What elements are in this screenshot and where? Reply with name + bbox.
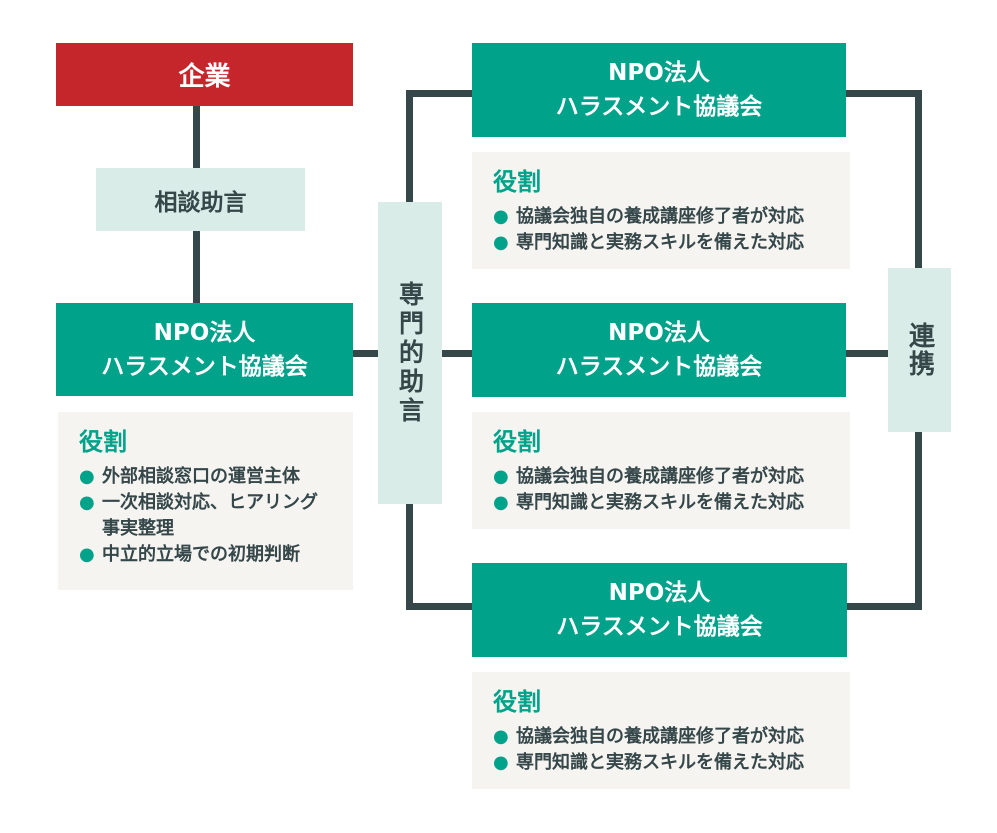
- bullet-icon: ●: [493, 206, 509, 227]
- role-item: ● 協議会独自の養成講座修了者が対応: [493, 464, 836, 490]
- label-expert-advice-text: 専門的助言: [395, 280, 425, 426]
- connector-renkei-to-bottom-npo-vertical: [915, 432, 922, 610]
- role-item: ● 協議会独自の養成講座修了者が対応: [493, 204, 836, 230]
- bullet-icon: ●: [493, 466, 509, 487]
- bullet-icon: ●: [493, 232, 509, 253]
- node-left-npo-line1: NPO法人: [153, 319, 256, 346]
- bullet-icon: ●: [79, 466, 95, 487]
- role-heading-right-top: 役割: [493, 168, 541, 196]
- role-item: ● 一次相談対応、ヒアリング: [79, 490, 339, 516]
- node-right-npo-middle-line1: NPO法人: [608, 320, 710, 346]
- role-panel-right-middle: 役割 ● 協議会独自の養成講座修了者が対応 ● 専門知識と実務スキルを備えた対応: [472, 412, 850, 529]
- node-right-npo-top-line1: NPO法人: [608, 60, 710, 86]
- node-right-npo-bottom-line1: NPO法人: [608, 580, 711, 606]
- role-item: ● 専門知識と実務スキルを備えた対応: [493, 490, 836, 516]
- node-right-npo-top-line2: ハラスメント協議会: [555, 94, 763, 120]
- node-company: 企業: [56, 43, 353, 106]
- node-right-npo-top: NPO法人 ハラスメント協議会: [472, 43, 846, 137]
- bullet-icon: ●: [79, 544, 95, 565]
- role-item-text: 専門知識と実務スキルを備えた対応: [516, 232, 804, 253]
- node-right-npo-bottom-line2: ハラスメント協議会: [556, 614, 763, 640]
- connector-expert-advice-down-horizontal: [406, 603, 473, 610]
- role-heading-right-bottom: 役割: [493, 688, 541, 716]
- node-right-npo-middle-line2: ハラスメント協議会: [555, 354, 763, 380]
- node-right-npo-bottom: NPO法人 ハラスメント協議会: [472, 563, 847, 657]
- role-heading-right-middle: 役割: [493, 428, 541, 456]
- role-item-text: 協議会独自の養成講座修了者が対応: [516, 206, 804, 227]
- role-item: ● 専門知識と実務スキルを備えた対応: [493, 750, 836, 776]
- role-item-text: 中立的立場での初期判断: [102, 544, 300, 565]
- node-right-npo-middle: NPO法人 ハラスメント協議会: [472, 303, 846, 397]
- role-panel-left: 役割 ● 外部相談窓口の運営主体 ● 一次相談対応、ヒアリング 事実整理 ● 中…: [58, 412, 353, 590]
- node-left-npo-line2: ハラスメント協議会: [101, 353, 308, 380]
- role-item: ● 外部相談窓口の運営主体: [79, 464, 339, 490]
- role-item-text: 外部相談窓口の運営主体: [102, 466, 300, 487]
- role-item: ● 協議会独自の養成講座修了者が対応: [493, 724, 836, 750]
- role-item: ● 専門知識と実務スキルを備えた対応: [493, 230, 836, 256]
- label-expert-advice: 専門的助言: [378, 202, 442, 504]
- connector-expert-advice-down-vertical: [406, 500, 413, 610]
- role-item-continuation: 事実整理: [79, 516, 339, 542]
- label-consultation-advice: 相談助言: [96, 168, 305, 231]
- connector-expert-advice-up-horizontal: [406, 90, 473, 97]
- label-consultation-advice-text: 相談助言: [154, 189, 247, 216]
- node-left-npo: NPO法人 ハラスメント協議会: [56, 303, 353, 396]
- role-item-text: 協議会独自の養成講座修了者が対応: [516, 466, 804, 487]
- label-renkei: 連携: [888, 268, 951, 432]
- connector-top-npo-to-renkei-horizontal: [846, 90, 922, 97]
- role-item-text: 専門知識と実務スキルを備えた対応: [516, 492, 804, 513]
- node-company-label: 企業: [178, 62, 231, 92]
- bullet-icon: ●: [493, 752, 509, 773]
- role-heading-left: 役割: [79, 428, 127, 456]
- label-renkei-text: 連携: [904, 322, 935, 378]
- connector-expert-advice-up-vertical: [406, 90, 413, 205]
- connector-top-npo-to-renkei-vertical: [915, 90, 922, 268]
- role-item-text: 一次相談対応、ヒアリング: [102, 492, 318, 513]
- role-panel-right-top: 役割 ● 協議会独自の養成講座修了者が対応 ● 専門知識と実務スキルを備えた対応: [472, 152, 850, 269]
- connector-renkei-to-bottom-npo-horizontal: [847, 603, 922, 610]
- role-item-text: 専門知識と実務スキルを備えた対応: [516, 752, 804, 773]
- bullet-icon: ●: [493, 726, 509, 747]
- connector-middle-npo-to-renkei: [846, 350, 888, 357]
- role-item-text: 事実整理: [102, 518, 174, 539]
- role-panel-right-bottom: 役割 ● 協議会独自の養成講座修了者が対応 ● 専門知識と実務スキルを備えた対応: [472, 672, 850, 789]
- bullet-icon: ●: [493, 492, 509, 513]
- bullet-icon: ●: [79, 492, 95, 513]
- role-item: ● 中立的立場での初期判断: [79, 542, 339, 568]
- role-item-text: 協議会独自の養成講座修了者が対応: [516, 726, 804, 747]
